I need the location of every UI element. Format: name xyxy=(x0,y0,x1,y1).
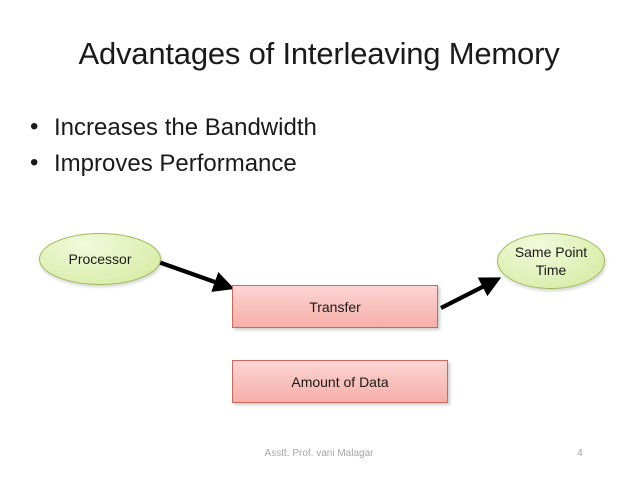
connector-processor-to-transfer xyxy=(149,257,235,292)
connector-transfer-to-same-point-time xyxy=(440,277,502,310)
bullet-text: Increases the Bandwidth xyxy=(54,114,317,141)
list-item: • Improves Performance xyxy=(30,146,590,182)
footer-page-number: 4 xyxy=(577,448,583,459)
node-same-point-time-label: Same Point Time xyxy=(514,243,588,278)
node-amount-of-data-label: Amount of Data xyxy=(291,373,389,390)
bullet-text: Improves Performance xyxy=(54,150,297,178)
node-processor[interactable]: Processor xyxy=(39,233,161,285)
bullet-list: • Increases the Bandwidth • Improves Per… xyxy=(30,110,590,183)
node-same-point-time[interactable]: Same Point Time xyxy=(497,233,605,289)
list-item: • Increases the Bandwidth xyxy=(30,110,590,146)
bullet-icon: • xyxy=(30,149,39,177)
node-amount-of-data[interactable]: Amount of Data xyxy=(232,360,448,403)
node-transfer[interactable]: Transfer xyxy=(232,285,438,328)
node-processor-label: Processor xyxy=(68,250,132,267)
footer-author: Asstt. Prof. vani Malagar xyxy=(264,448,374,459)
page-title: Advantages of Interleaving Memory xyxy=(78,36,560,71)
node-transfer-label: Transfer xyxy=(309,298,361,315)
bullet-icon: • xyxy=(30,113,39,140)
